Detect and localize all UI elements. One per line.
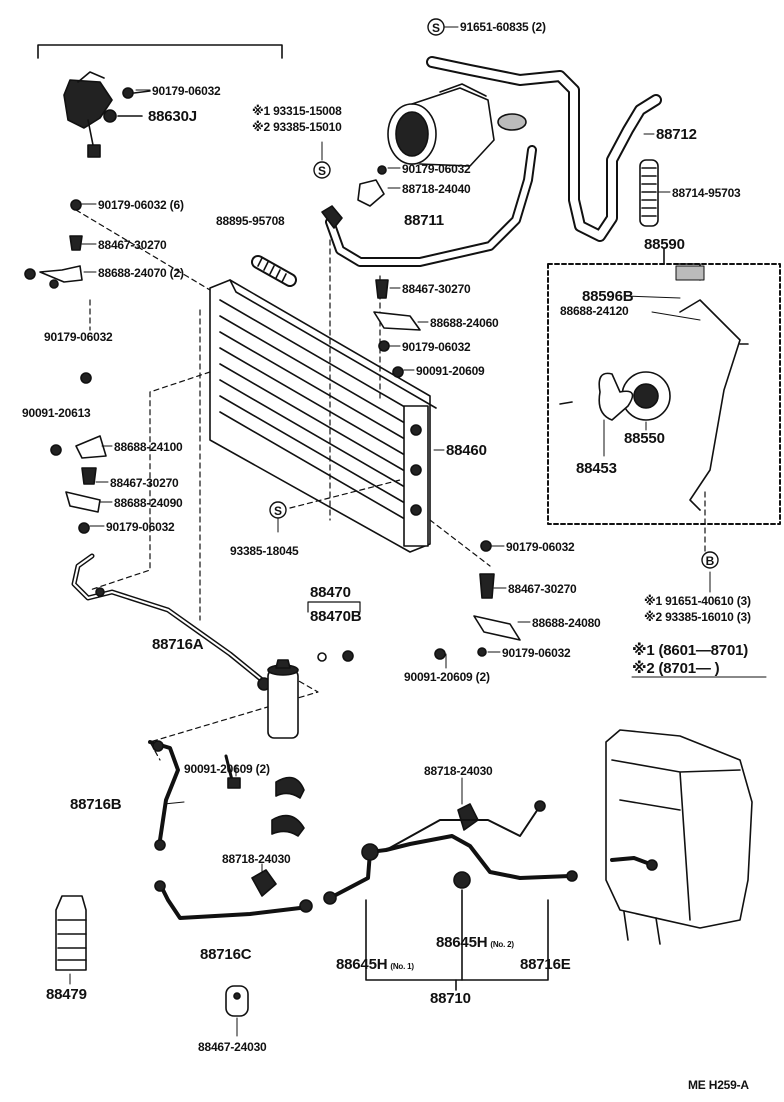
svg-text:S: S (432, 21, 440, 35)
label-90179-06032-c: 90179-06032 (44, 330, 113, 344)
tube-88716c (154, 880, 313, 920)
label-88714-95703: 88714-95703 (672, 186, 741, 200)
label-88467-30270-a: 88467-30270 (98, 238, 167, 252)
label-note-1: ※1 (8601—8701) (632, 642, 749, 659)
label-93385-16010: ※2 93385-16010 (3) (644, 610, 751, 624)
label-88716b: 88716B (70, 796, 122, 813)
callout-s-mid: S (313, 161, 331, 179)
leader-lines (69, 26, 767, 1037)
label-90179-06032-a: 90179-06032 (152, 84, 221, 98)
label-88710: 88710 (430, 990, 471, 1007)
label-88712: 88712 (656, 126, 697, 143)
label-91651-60835: 91651-60835 (2) (460, 20, 546, 34)
label-88550: 88550 (624, 430, 665, 447)
callout-s-top: S (427, 18, 445, 36)
label-93315-15008: ※1 93315-15008 (252, 104, 342, 118)
label-88596b: 88596B (582, 288, 634, 305)
label-90179-06032-d: 90179-06032 (402, 340, 471, 354)
label-90179-06032-f: 90179-06032 (506, 540, 575, 554)
label-88479: 88479 (46, 986, 87, 1003)
compressor (387, 83, 527, 167)
right-fasteners (373, 165, 521, 660)
part-88467-24030 (225, 985, 249, 1017)
label-88630j: 88630J (148, 108, 197, 125)
fan-assembly-box (547, 247, 781, 525)
label-88590: 88590 (644, 236, 685, 253)
label-88470b: 88470B (310, 608, 362, 625)
footer-code: ME H259-A (688, 1078, 749, 1092)
label-93385-15010: ※2 93385-15010 (252, 120, 342, 134)
condenser-88460 (209, 279, 437, 553)
label-88718-24030-a: 88718-24030 (424, 764, 493, 778)
label-88453: 88453 (576, 460, 617, 477)
label-93385-18045: 93385-18045 (230, 544, 299, 558)
cap-88479 (55, 895, 87, 971)
left-fasteners (24, 199, 107, 534)
evaporator-housing (605, 729, 753, 945)
label-88470: 88470 (310, 584, 351, 601)
discharge-hose-88711 (321, 145, 537, 267)
clamps-middle (224, 754, 479, 897)
label-90091-20609-2b: 90091-20609 (2) (184, 762, 270, 776)
label-88467-30270-b: 88467-30270 (402, 282, 471, 296)
label-90179-06032-6: 90179-06032 (6) (98, 198, 184, 212)
hose-88895-95708 (251, 255, 297, 287)
receiver-drier-88470 (267, 601, 361, 739)
label-88718-24030-b: 88718-24030 (222, 852, 291, 866)
label-88716e: 88716E (520, 956, 571, 973)
label-88711: 88711 (404, 212, 444, 229)
label-88688-24100: 88688-24100 (114, 440, 183, 454)
label-90091-20609-2a: 90091-20609 (2) (404, 670, 490, 684)
label-no1: (No. 1) (390, 962, 414, 971)
suction-hose-88712 (426, 56, 662, 242)
svg-text:S: S (318, 164, 326, 178)
label-88716c: 88716C (200, 946, 252, 963)
label-88718-24040: 88718-24040 (402, 182, 471, 196)
callout-b-right: B (701, 551, 719, 569)
label-no2: (No. 2) (490, 940, 514, 949)
label-90091-20609-a: 90091-20609 (416, 364, 485, 378)
label-88467-24030: 88467-24030 (198, 1040, 267, 1054)
label-88716a: 88716A (152, 636, 204, 653)
label-91651-40610: ※1 91651-40610 (3) (644, 594, 751, 608)
label-88645h-no2: 88645H(No. 2) (436, 934, 514, 951)
svg-text:S: S (274, 504, 282, 518)
label-88688-24080: 88688-24080 (532, 616, 601, 630)
label-note-2: ※2 (8701— ) (632, 660, 720, 677)
label-90179-06032-g: 90179-06032 (502, 646, 571, 660)
bracket-88718-24040 (357, 179, 385, 207)
label-88467-30270-d: 88467-30270 (508, 582, 577, 596)
label-88467-30270-c: 88467-30270 (110, 476, 179, 490)
label-88688-24090: 88688-24090 (114, 496, 183, 510)
label-88688-24120: 88688-24120 (560, 304, 629, 318)
label-88460: 88460 (446, 442, 487, 459)
switch-harness-group (37, 44, 283, 158)
callout-s-left: S (269, 501, 287, 519)
label-88895-95708: 88895-95708 (216, 214, 285, 228)
label-90091-20613: 90091-20613 (22, 406, 91, 420)
label-88688-24070: 88688-24070 (2) (98, 266, 184, 280)
label-90179-06032-b: 90179-06032 (402, 162, 471, 176)
tube-88716b (148, 740, 180, 851)
liquid-line-88716a (71, 553, 271, 691)
tube-assembly-88710 (323, 800, 578, 991)
svg-text:B: B (706, 554, 715, 568)
label-88688-24060: 88688-24060 (430, 316, 499, 330)
label-88645h-no1: 88645H(No. 1) (336, 956, 414, 973)
label-90179-06032-e: 90179-06032 (106, 520, 175, 534)
